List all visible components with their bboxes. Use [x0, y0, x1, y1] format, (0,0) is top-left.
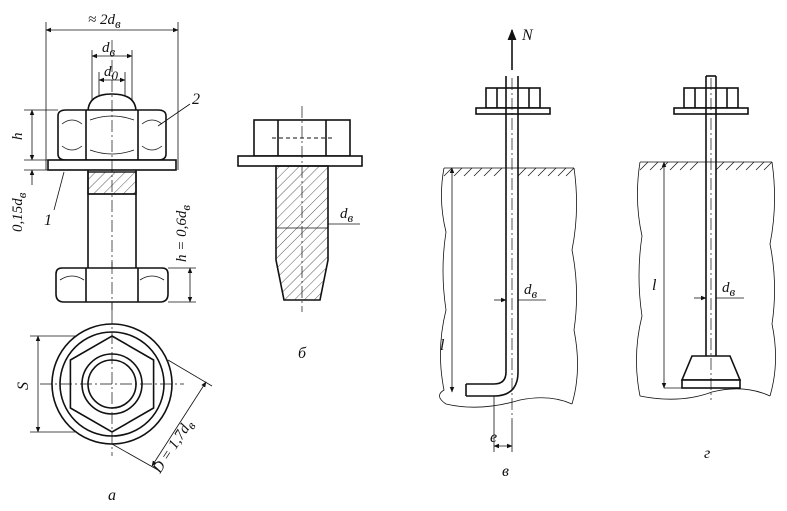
dim-washer-label: 0,15dв: [10, 192, 29, 232]
foundation-left-edge-g: [636, 161, 643, 397]
leader-1: [53, 171, 65, 211]
figure-g-plate-anchor: dв l г: [636, 75, 776, 462]
foundation-bottom-edge-v: [445, 397, 573, 408]
bolt-top-view: [40, 312, 184, 456]
dim-d0-label: d0: [104, 64, 119, 83]
caption-b: б: [298, 345, 307, 362]
dim-head-label: h = 0,6dв: [174, 205, 193, 262]
bolt-v-right: [466, 76, 519, 397]
caption-a: а: [108, 487, 116, 504]
washer-b: [237, 155, 363, 167]
foundation-left-edge-v: [439, 167, 447, 405]
ground-hatch-v: [443, 167, 575, 177]
dim-db-b: dв: [340, 206, 354, 225]
dim-line-d: [151, 381, 207, 467]
callout-1: 1: [44, 212, 52, 229]
dim-d-label: D = 1,7dв: [149, 417, 199, 479]
foundation-right-edge-g: [769, 161, 776, 397]
figure-a-bolt-assembly: ≈ 2dв dв d0 h: [10, 12, 213, 504]
dim-e: e: [490, 429, 497, 446]
dim-db-label: dв: [102, 40, 116, 59]
ground-hatch-g: [639, 161, 773, 171]
ext-d-top: [167, 359, 213, 387]
bolt-v-left: [466, 76, 507, 385]
nut-v: [485, 87, 541, 109]
callout-2: 2: [192, 91, 200, 108]
caption-v: в: [502, 463, 509, 480]
dim-width-label: ≈ 2dв: [88, 12, 121, 31]
dim-l-v: l: [440, 337, 445, 354]
dim-db-v: dв: [524, 282, 538, 301]
dim-l-g: l: [652, 277, 657, 294]
washer-v: [475, 107, 551, 115]
figure-v-bent-anchor: N dв l e в: [439, 27, 578, 480]
force-label: N: [521, 27, 534, 44]
ext-d-bottom: [111, 443, 159, 471]
figure-b-cast-in-bolt: dв б: [237, 106, 363, 362]
foundation-right-edge-v: [571, 167, 578, 405]
dim-h-label: h: [10, 133, 26, 141]
foundation-bottom-edge-g: [639, 388, 771, 400]
leader-2: [157, 103, 191, 127]
dim-s-label: S: [15, 382, 32, 390]
caption-g: г: [704, 445, 710, 462]
dim-db-g: dв: [722, 280, 736, 299]
